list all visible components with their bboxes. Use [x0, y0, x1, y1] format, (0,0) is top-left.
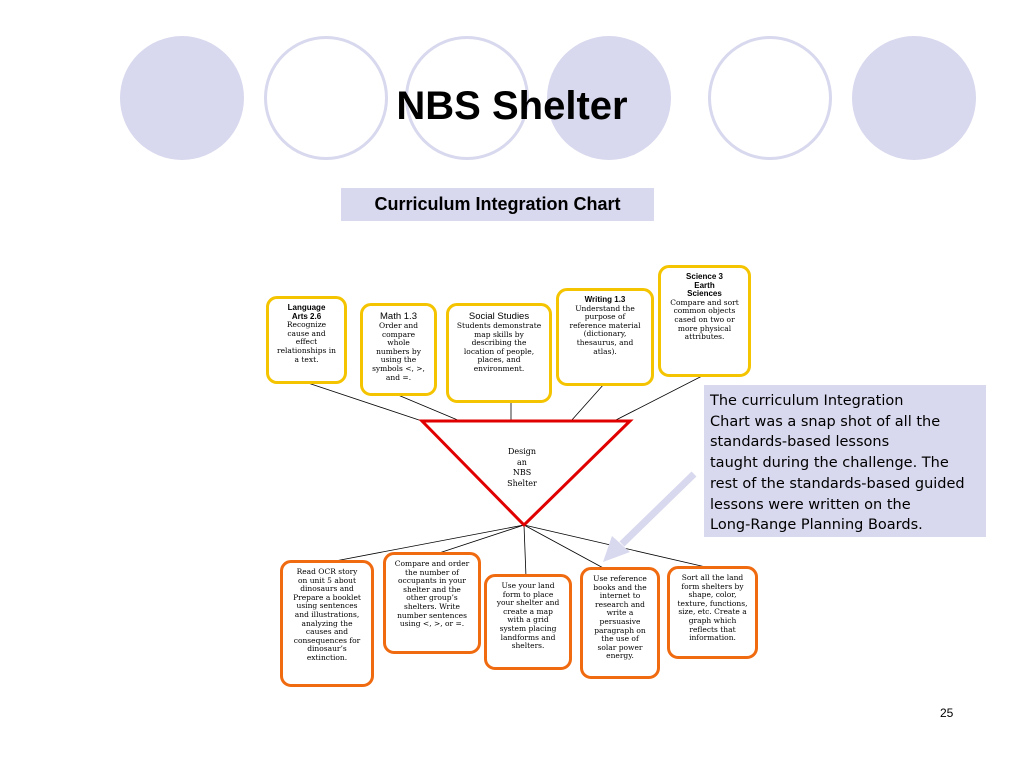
decorative-circle-1 [120, 36, 244, 160]
standard-box-writing: Writing 1.3 Understand the purpose of re… [556, 288, 654, 386]
connector-line [570, 383, 605, 422]
activity-box-math: Compare and order the number of occupant… [383, 552, 481, 654]
activity-box-language-arts: Read OCR story on unit 5 about dinosaurs… [280, 560, 374, 687]
page-number: 25 [940, 706, 954, 720]
standard-box-social-studies: Social Studies Students demonstrate map … [446, 303, 552, 403]
connector-line [329, 524, 525, 563]
connector-line [523, 524, 608, 571]
decorative-circle-2 [264, 36, 388, 160]
center-label: Design an NBS Shelter [507, 447, 537, 488]
connector-line [613, 373, 707, 422]
standard-box-math: Math 1.3 Order and compare whole numbers… [360, 303, 437, 396]
slide-title: NBS Shelter [396, 84, 628, 128]
decorative-circle-6 [852, 36, 976, 160]
pointer-arrow-shaft [619, 471, 697, 547]
decorative-circle-3 [405, 36, 529, 160]
explanation-note: The curriculum Integration Chart was a s… [704, 385, 986, 537]
activity-box-writing: Use reference books and the internet to … [580, 567, 660, 679]
slide-subtitle: Curriculum Integration Chart [341, 188, 654, 221]
connector-line [432, 524, 525, 556]
decorative-circle-4 [547, 36, 671, 160]
standard-box-science: Science 3 Earth Sciences Compare and sor… [658, 265, 751, 377]
standard-box-language-arts: Language Arts 2.6 Recognize cause and ef… [266, 296, 347, 384]
activity-box-social-studies: Use your land form to place your shelter… [484, 574, 572, 670]
connector-line [397, 394, 461, 422]
pointer-arrow-head [603, 536, 630, 562]
design-triangle [418, 419, 634, 528]
connector-line [523, 524, 527, 578]
decorative-circle-5 [708, 36, 832, 160]
connector-line [304, 381, 423, 422]
activity-box-science: Sort all the land form shelters by shape… [667, 566, 758, 659]
